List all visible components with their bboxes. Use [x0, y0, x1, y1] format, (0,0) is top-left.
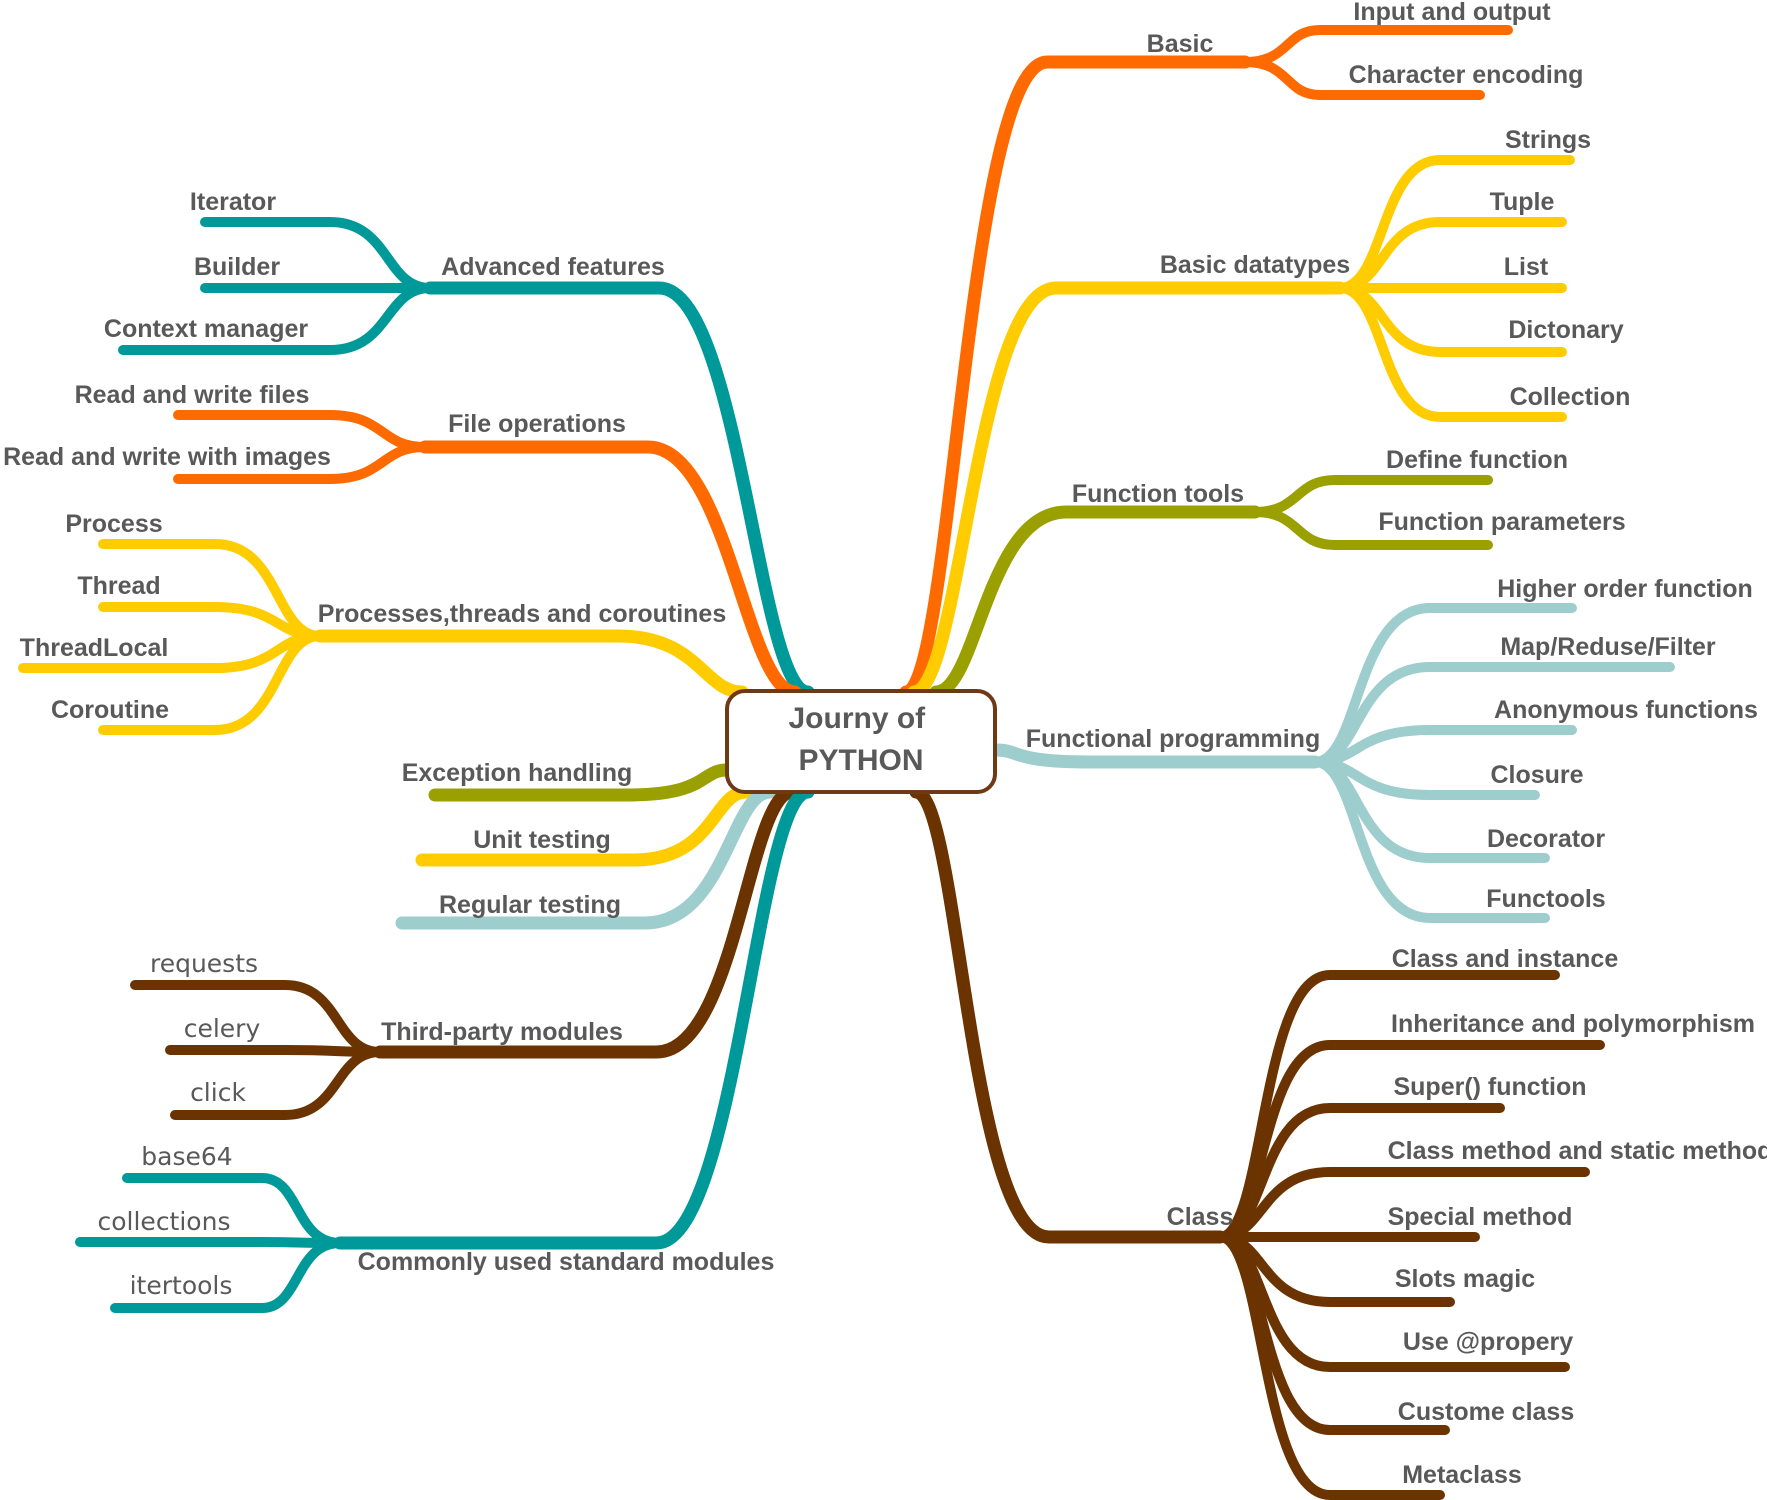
topic-commonly-used-standard-modules[interactable]: Commonly used standard modules — [358, 1248, 775, 1276]
topic-file-operations[interactable]: File operations — [448, 410, 626, 438]
item-class-and-instance[interactable]: Class and instance — [1392, 945, 1619, 973]
item-read-and-write-with-images[interactable]: Read and write with images — [3, 443, 331, 471]
item-use-propery[interactable]: Use @propery — [1403, 1328, 1573, 1356]
item-builder[interactable]: Builder — [194, 253, 280, 281]
item-requests[interactable]: requests — [150, 949, 258, 978]
item-context-manager[interactable]: Context manager — [104, 315, 308, 343]
topic-basic[interactable]: Basic — [1147, 30, 1214, 58]
branch-class — [909, 785, 1227, 1244]
root-title: Journy of PYTHON — [788, 702, 933, 777]
item-class-method-and-static-method[interactable]: Class method and static method — [1388, 1137, 1767, 1165]
item-decorator[interactable]: Decorator — [1487, 825, 1605, 853]
branch-processes-threads-and-coroutines — [313, 629, 749, 699]
branch-input-and-output — [1240, 25, 1513, 67]
item-inheritance-and-polymorphism[interactable]: Inheritance and polymorphism — [1391, 1010, 1755, 1038]
topic-basic-datatypes[interactable]: Basic datatypes — [1160, 251, 1350, 279]
topic-advanced-features[interactable]: Advanced features — [441, 253, 665, 281]
topic-third-party-modules[interactable]: Third-party modules — [381, 1018, 623, 1046]
item-input-and-output[interactable]: Input and output — [1353, 0, 1551, 26]
root-title-line1: Journy of — [788, 702, 926, 735]
item-anonymous-functions[interactable]: Anonymous functions — [1494, 696, 1758, 724]
branch-click — [170, 1047, 385, 1120]
item-click[interactable]: click — [190, 1078, 246, 1107]
item-list[interactable]: List — [1504, 253, 1549, 281]
item-dictonary[interactable]: Dictonary — [1508, 316, 1623, 344]
branch-function-parameters — [1250, 507, 1493, 550]
item-functools[interactable]: Functools — [1486, 885, 1605, 913]
branch-celery — [165, 1045, 385, 1057]
topic-processes-threads-and-coroutines[interactable]: Processes,threads and coroutines — [318, 600, 726, 628]
item-custome-class[interactable]: Custome class — [1398, 1398, 1574, 1426]
item-base64[interactable]: base64 — [141, 1142, 232, 1171]
branch-basic-datatypes — [907, 281, 1347, 699]
item-threadlocal[interactable]: ThreadLocal — [20, 634, 169, 662]
item-super-function[interactable]: Super() function — [1393, 1073, 1586, 1101]
item-higher-order-function[interactable]: Higher order function — [1497, 575, 1753, 603]
branch-coroutine — [98, 631, 325, 735]
topic-unit-testing[interactable]: Unit testing — [473, 826, 611, 854]
branch-exception-handling — [428, 763, 734, 802]
topic-function-tools[interactable]: Function tools — [1072, 480, 1244, 508]
item-special-method[interactable]: Special method — [1388, 1203, 1573, 1231]
branch-collection — [1335, 283, 1567, 422]
branch-basic — [899, 55, 1252, 699]
item-collections[interactable]: collections — [98, 1207, 231, 1236]
item-define-function[interactable]: Define function — [1386, 446, 1568, 474]
topic-class[interactable]: Class — [1167, 1203, 1234, 1231]
item-slots-magic[interactable]: Slots magic — [1395, 1265, 1535, 1293]
item-map-reduse-filter[interactable]: Map/Reduse/Filter — [1500, 633, 1716, 661]
topic-regular-testing[interactable]: Regular testing — [439, 891, 621, 919]
branch-functools — [1310, 757, 1550, 923]
branch-unit-testing — [415, 785, 753, 867]
item-function-parameters[interactable]: Function parameters — [1378, 508, 1625, 536]
branch-itertools — [110, 1238, 345, 1313]
branch-regular-testing — [395, 785, 777, 930]
branch-read-and-write-with-images — [173, 442, 430, 484]
branch-third-party-modules — [373, 785, 799, 1059]
root-title-line2: PYTHON — [798, 744, 923, 777]
item-collection[interactable]: Collection — [1510, 383, 1631, 411]
branch-commonly-used-standard-modules — [333, 785, 815, 1250]
branch-collections — [75, 1237, 345, 1248]
branch-functional-programming — [989, 743, 1322, 769]
branch-layer — [18, 25, 1675, 1500]
branch-file-operations — [418, 440, 802, 699]
item-closure[interactable]: Closure — [1490, 761, 1583, 789]
branch-advanced-features — [423, 281, 815, 699]
item-iterator[interactable]: Iterator — [190, 188, 276, 216]
item-read-and-write-files[interactable]: Read and write files — [75, 381, 310, 409]
root-node[interactable]: Journy of PYTHON — [725, 689, 997, 794]
branch-context-manager — [118, 283, 435, 355]
item-thread[interactable]: Thread — [77, 572, 160, 600]
item-metaclass[interactable]: Metaclass — [1402, 1461, 1522, 1489]
branch-function-tools — [929, 505, 1262, 699]
root-box — [725, 689, 997, 794]
item-coroutine[interactable]: Coroutine — [51, 696, 169, 724]
topic-exception-handling[interactable]: Exception handling — [402, 759, 633, 787]
item-tuple[interactable]: Tuple — [1490, 188, 1555, 216]
item-strings[interactable]: Strings — [1505, 126, 1591, 154]
item-celery[interactable]: celery — [184, 1014, 261, 1043]
branch-metaclass — [1215, 1232, 1445, 1500]
item-character-encoding[interactable]: Character encoding — [1349, 61, 1584, 89]
branch-character-encoding — [1240, 57, 1485, 100]
topic-functional-programming[interactable]: Functional programming — [1026, 725, 1320, 753]
item-itertools[interactable]: itertools — [130, 1271, 233, 1300]
branch-higher-order-function — [1310, 603, 1577, 767]
item-process[interactable]: Process — [65, 510, 162, 538]
